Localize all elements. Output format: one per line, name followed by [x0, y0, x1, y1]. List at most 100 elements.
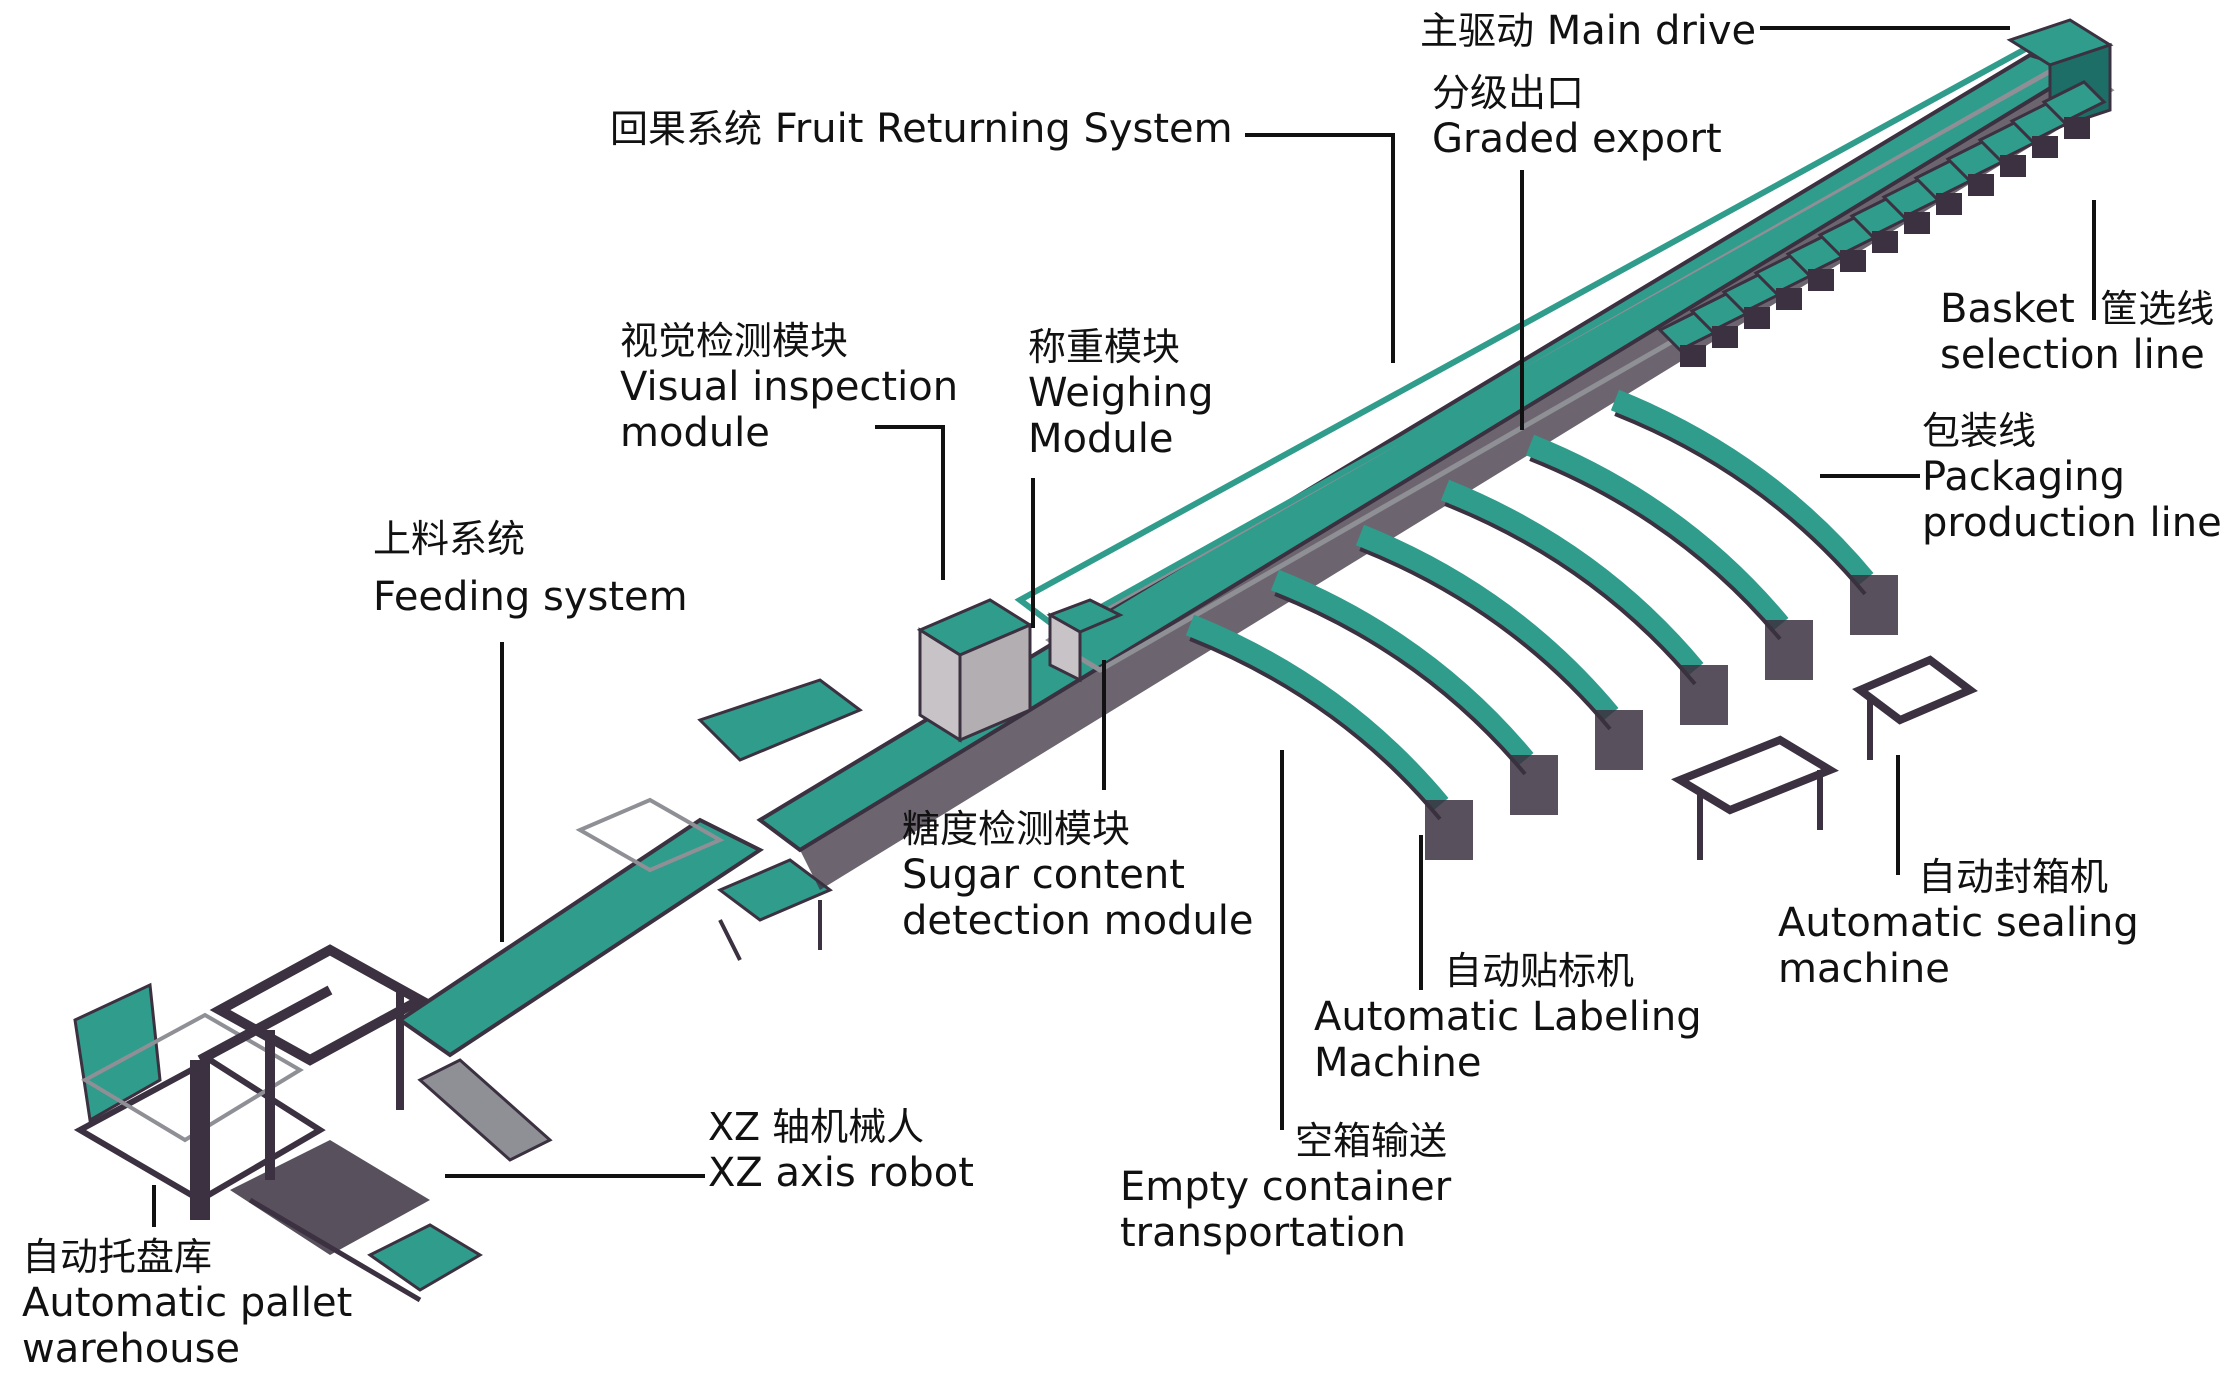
label-feeding-zh: 上料系统 — [373, 517, 526, 561]
leader-empty-container — [1280, 750, 1284, 1130]
label-graded-export: 分级出口 Graded export — [1432, 70, 1722, 162]
basket-outlet-bin — [1840, 250, 1866, 272]
label-visual-en1: Visual inspection — [620, 364, 959, 410]
label-weighing-zh: 称重模块 — [1028, 325, 1181, 369]
labeling-machine-body — [1425, 800, 1473, 860]
label-empty-en1: Empty container — [1120, 1164, 1452, 1210]
label-packaging-en1: Packaging — [1922, 454, 2126, 500]
leader-fruit-returning-v — [1391, 133, 1395, 363]
packaging-branch-belt — [1355, 524, 1619, 723]
label-main-drive: 主驱动 Main drive — [1420, 8, 1756, 54]
feeding-system-machine — [396, 678, 863, 1058]
label-main-drive-zh: 主驱动 — [1420, 9, 1535, 53]
label-xz-robot-zh: XZ 轴机械人 — [708, 1105, 925, 1149]
label-packaging-zh: 包装线 — [1922, 409, 2037, 453]
leader-sugar — [1102, 660, 1106, 790]
label-feeding: 上料系统 Feeding system — [373, 516, 688, 620]
inspection-housings — [916, 598, 1124, 743]
label-labeling-en1: Automatic Labeling — [1314, 994, 1702, 1040]
labeling-machine-body — [1680, 665, 1728, 725]
label-visual-zh: 视觉检测模块 — [620, 319, 849, 363]
label-graded-export-en: Graded export — [1432, 116, 1722, 162]
label-sealing-en1: Automatic sealing — [1778, 900, 2139, 946]
label-basket-selection: Basket 筐选线 selection line — [1940, 286, 2214, 378]
label-pallet-en1: Automatic pallet — [22, 1280, 353, 1326]
packaging-branch-belt — [1525, 434, 1789, 633]
leader-sealing — [1896, 755, 1900, 875]
label-empty-zh: 空箱输送 — [1295, 1119, 1448, 1163]
basket-word: Basket — [1940, 286, 2075, 332]
label-xz-robot-en: XZ axis robot — [708, 1150, 974, 1196]
basket-outlet-bin — [1680, 345, 1706, 367]
basket-outlet-bin — [1968, 174, 1994, 196]
label-sugar-en2: detection module — [902, 898, 1254, 944]
labeling-machine-body — [1595, 710, 1643, 770]
labeling-machine-body — [1510, 755, 1558, 815]
pallet-warehouse-machine — [73, 982, 483, 1303]
packaging-branch-belt — [1270, 569, 1534, 768]
label-sealing-en2: machine — [1778, 946, 1950, 992]
packaging-branch-frame — [1614, 412, 1867, 596]
label-sugar-en1: Sugar content — [902, 852, 1185, 898]
labeling-machine-body — [1765, 620, 1813, 680]
label-sugar-zh: 糖度检测模块 — [902, 807, 1131, 851]
leader-feeding — [500, 642, 504, 942]
basket-outlet-bin — [1712, 326, 1738, 348]
label-labeling-en2: Machine — [1314, 1040, 1482, 1086]
label-weighing-en1: Weighing — [1028, 370, 1214, 416]
basket-outlet-bin — [1904, 212, 1930, 234]
label-basket-selection-en2: selection line — [1940, 332, 2205, 378]
basket-outlet-bin — [2032, 136, 2058, 158]
basket-outlet-bin — [2000, 155, 2026, 177]
leader-xz-robot — [445, 1174, 705, 1178]
basket-outlet-bin — [1808, 269, 1834, 291]
label-xz-robot: XZ 轴机械人 XZ axis robot — [708, 1104, 974, 1196]
leader-basket-selection — [2092, 200, 2096, 320]
label-labeling-zh: 自动贴标机 — [1444, 949, 1635, 993]
packaging-branch-frame — [1274, 592, 1527, 776]
label-graded-export-zh: 分级出口 — [1432, 71, 1585, 115]
basket-outlet-chute — [2041, 80, 2107, 124]
packaging-branch-frame — [1529, 457, 1782, 641]
packaging-branch-belt — [1610, 389, 1874, 588]
label-sealing: 自动封箱机 Automatic sealing machine — [1778, 854, 2139, 992]
packaging-branch-belt — [1185, 614, 1449, 813]
leader-pallet — [152, 1185, 156, 1227]
label-basket-selection-en1: Basket 筐选线 — [1940, 286, 2214, 332]
basket-outlet-bin — [1744, 307, 1770, 329]
packaging-branch-belt — [1440, 479, 1704, 678]
leader-labeling — [1419, 835, 1423, 990]
label-fruit-returning: 回果系统 Fruit Returning System — [610, 106, 1233, 152]
label-weighing-en2: Module — [1028, 416, 1174, 462]
label-pallet-warehouse: 自动托盘库 Automatic pallet warehouse — [22, 1234, 352, 1372]
sealing-machines — [1671, 655, 1978, 860]
packaging-branch-frame — [1359, 547, 1612, 731]
label-main-drive-en: Main drive — [1546, 8, 1757, 54]
label-empty-en2: transportation — [1120, 1210, 1406, 1256]
packaging-branch-frame — [1189, 637, 1442, 821]
label-packaging-line: 包装线 Packaging production line — [1922, 408, 2222, 546]
label-basket-selection-zh: 筐选线 — [2100, 287, 2215, 331]
label-empty-container: 空箱输送 Empty container transportation — [1120, 1118, 1451, 1256]
label-labeling: 自动贴标机 Automatic Labeling Machine — [1314, 948, 1702, 1086]
leader-packaging — [1820, 474, 1920, 478]
leader-visual-v — [941, 425, 945, 580]
label-visual-en2: module — [620, 410, 770, 456]
packaging-branch-conveyors — [1185, 389, 1898, 860]
basket-outlet-bin — [1872, 231, 1898, 253]
labeling-machine-body — [1850, 575, 1898, 635]
label-visual-inspection: 视觉检测模块 Visual inspection module — [620, 318, 958, 456]
label-packaging-en2: production line — [1922, 500, 2222, 546]
basket-selection-outlets — [1657, 80, 2107, 367]
basket-outlet-bin — [1776, 288, 1802, 310]
leader-weighing — [1031, 478, 1035, 628]
basket-outlet-bin — [2064, 117, 2090, 139]
label-fruit-returning-en: Fruit Returning System — [774, 106, 1233, 152]
xz-axis-robot-machine — [209, 944, 553, 1180]
label-sugar-content: 糖度检测模块 Sugar content detection module — [902, 806, 1254, 944]
leader-graded-export — [1520, 170, 1524, 430]
leader-main-drive — [1760, 26, 2010, 30]
label-pallet-en2: warehouse — [22, 1326, 241, 1372]
basket-outlet-bin — [1936, 193, 1962, 215]
